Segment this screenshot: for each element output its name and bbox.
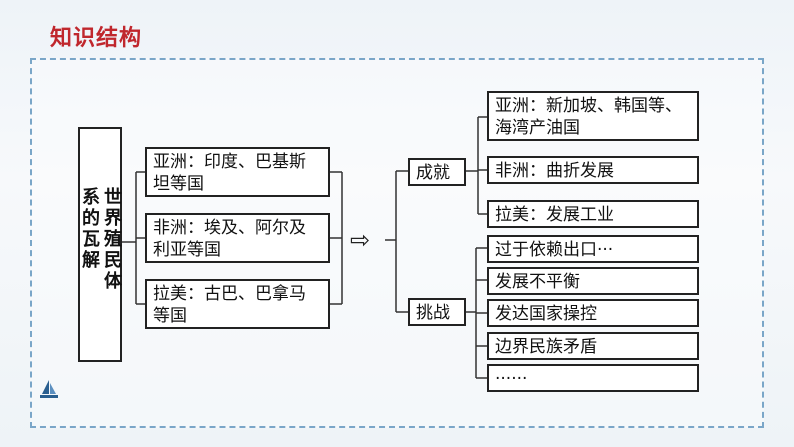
arrow-right-icon: ⇨ — [350, 226, 371, 254]
challenge-imbalance-node: 发展不平衡 — [487, 267, 699, 295]
challenge-ethnic-label: 边界民族矛盾 — [495, 337, 597, 357]
challenge-control-node: 发达国家操控 — [487, 299, 699, 327]
page-title: 知识结构 — [50, 26, 143, 51]
challenge-more-node: ······ — [487, 364, 699, 392]
region-latam-node: 拉美：古巴、巴拿马等国 — [145, 279, 330, 329]
sailboat-icon — [40, 380, 58, 398]
challenge-control-label: 发达国家操控 — [495, 304, 597, 324]
challenge-ethnic-node: 边界民族矛盾 — [487, 332, 699, 360]
achievements-node: 成就 — [408, 158, 466, 186]
achievement-latam-node: 拉美：发展工业 — [487, 200, 699, 228]
region-africa-node: 非洲：埃及、阿尔及利亚等国 — [145, 213, 330, 263]
region-asia-node: 亚洲：印度、巴基斯坦等国 — [145, 147, 330, 197]
region-africa-label: 非洲：埃及、阿尔及利亚等国 — [153, 218, 306, 260]
root-node: 世界殖民体系的瓦解 — [78, 127, 122, 362]
challenges-label: 挑战 — [416, 303, 450, 323]
achievement-africa-label: 非洲：曲折发展 — [495, 161, 614, 181]
achievements-label: 成就 — [416, 163, 450, 183]
achievement-asia-label: 亚洲：新加坡、韩国等、海湾产油国 — [495, 96, 682, 138]
region-latam-label: 拉美：古巴、巴拿马等国 — [153, 284, 306, 326]
challenge-more-label: ······ — [495, 369, 528, 389]
achievement-asia-node: 亚洲：新加坡、韩国等、海湾产油国 — [487, 91, 699, 141]
challenge-export-label: 过于依赖出口··· — [495, 240, 614, 260]
challenge-imbalance-label: 发展不平衡 — [495, 272, 580, 292]
achievement-africa-node: 非洲：曲折发展 — [487, 156, 699, 184]
challenges-node: 挑战 — [408, 298, 466, 326]
challenge-export-node: 过于依赖出口··· — [487, 235, 699, 263]
root-label: 世界殖民体系的瓦解 — [79, 186, 122, 292]
region-asia-label: 亚洲：印度、巴基斯坦等国 — [153, 152, 306, 194]
achievement-latam-label: 拉美：发展工业 — [495, 205, 614, 225]
